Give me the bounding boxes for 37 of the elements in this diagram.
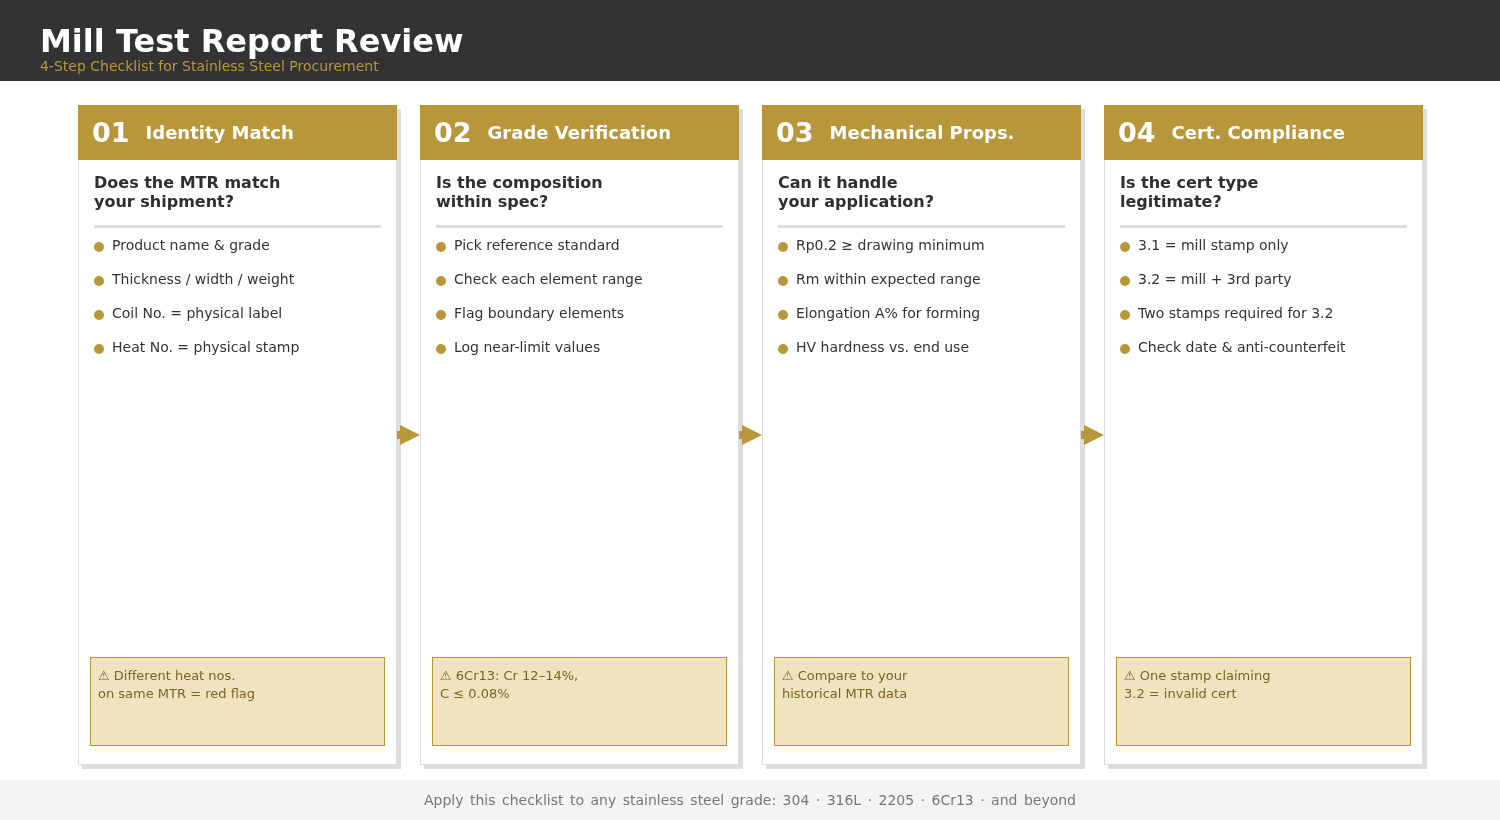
step-title: Cert. Compliance [1171, 121, 1345, 144]
step-title: Grade Verification [487, 121, 672, 144]
footer-note: Apply this checklist to any stainless steel grade: 304 · 316L · 2205 · 6Cr13 · and beyond [424, 791, 1076, 809]
arrow [1081, 425, 1104, 445]
checklist-item: Rp0.2 ≥ drawing minimum [796, 236, 985, 254]
subtitle: 4-Step Checklist for Stainless Steel Procurement [40, 58, 379, 75]
warning-note: ⚠ Different heat nos. on same MTR = red flag [90, 657, 385, 746]
question-text: Does the MTR match your shipment? [94, 173, 281, 211]
warning-note: ⚠ 6Cr13: Cr 12–14%, C ≤ 0.08% [432, 657, 727, 746]
warning-note: ⚠ Compare to your historical MTR data [774, 657, 1069, 746]
question-text: Is the composition within spec? [436, 173, 603, 211]
checklist-item: Flag boundary elements [454, 304, 625, 322]
checklist-item: 3.2 = mill + 3rd party [1138, 270, 1292, 288]
checklist-item: HV hardness vs. end use [796, 338, 969, 356]
step-title: Identity Match [145, 121, 294, 144]
checklist-item: Pick reference standard [454, 236, 620, 254]
step-number: 04 [1118, 117, 1156, 148]
checklist-item: Product name & grade [112, 236, 270, 254]
arrow [739, 425, 762, 445]
checklist-item: 3.1 = mill stamp only [1138, 236, 1289, 254]
step-number: 01 [92, 117, 130, 148]
step-number: 03 [776, 117, 814, 148]
question-text: Is the cert type legitimate? [1120, 173, 1259, 211]
checklist-item: Log near-limit values [454, 338, 601, 356]
question-text: Can it handle your application? [778, 173, 935, 211]
checklist-item: Rm within expected range [796, 270, 981, 288]
arrow [397, 425, 420, 445]
checklist-item: Elongation A% for forming [796, 304, 981, 322]
checklist-item: Check each element range [454, 270, 643, 288]
step-number: 02 [434, 117, 472, 148]
step-title: Mechanical Props. [829, 121, 1015, 144]
warning-note: ⚠ One stamp claiming 3.2 = invalid cert [1116, 657, 1411, 746]
checklist-item: Check date & anti-counterfeit [1138, 338, 1346, 356]
checklist-item: Coil No. = physical label [112, 304, 283, 322]
checklist-item: Thickness / width / weight [112, 270, 295, 288]
checklist-item: Two stamps required for 3.2 [1138, 304, 1334, 322]
checklist-item: Heat No. = physical stamp [112, 338, 300, 356]
